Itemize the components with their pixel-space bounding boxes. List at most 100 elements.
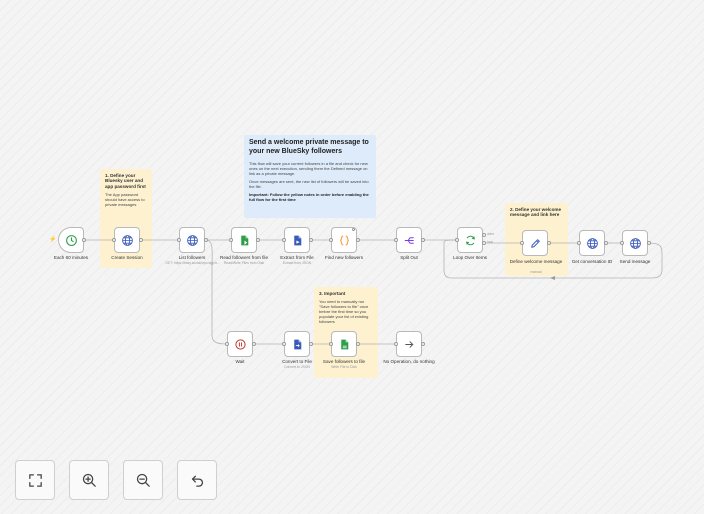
send-message-node-label: Send message	[619, 259, 651, 264]
read-followers-node-subtitle: Read/Write Files from Disk	[223, 261, 265, 265]
wait-output-port[interactable]	[252, 342, 256, 346]
zoom-in-icon	[82, 473, 96, 487]
no-operation-output-port[interactable]	[421, 342, 425, 346]
send-message-output-port[interactable]	[647, 241, 651, 245]
convert-to-file-input-port[interactable]	[282, 342, 286, 346]
create-session-node-label: Create Session	[111, 255, 143, 260]
loop-over-items-node[interactable]	[457, 227, 483, 253]
step1-sticky-note[interactable]: 1. Define your Bluesky user and app pass…	[100, 169, 152, 268]
split-out-input-port[interactable]	[394, 238, 398, 242]
save-followers-output-port[interactable]	[356, 342, 360, 346]
fit-view-button[interactable]	[15, 460, 55, 500]
no-operation-node[interactable]	[396, 331, 422, 357]
get-conversation-id-node-label: Get conversation ID	[571, 259, 613, 264]
intro-note-body-1: This flow will save your current followe…	[249, 161, 368, 176]
send-message-node[interactable]	[622, 230, 648, 256]
convert-to-file-node-subtitle: Convert to JSON	[284, 365, 310, 369]
wait-node[interactable]	[227, 331, 253, 357]
loop-node-label: Loop Over Items	[453, 255, 487, 260]
read-followers-output-port[interactable]	[256, 238, 260, 242]
code-braces-icon	[339, 235, 349, 245]
pencil-icon	[530, 238, 540, 248]
find-new-followers-node-label: Find new followers	[324, 255, 364, 260]
zoom-out-icon	[136, 473, 150, 487]
loop-loop-port[interactable]	[482, 241, 486, 245]
schedule-trigger-node[interactable]	[58, 227, 84, 253]
create-session-node[interactable]	[114, 227, 140, 253]
find-new-followers-output-port[interactable]	[356, 238, 360, 242]
no-operation-input-port[interactable]	[394, 342, 398, 346]
loop-done-port[interactable]	[482, 233, 486, 237]
globe-icon	[629, 237, 641, 249]
split-out-node[interactable]	[396, 227, 422, 253]
create-session-output-port[interactable]	[139, 238, 143, 242]
read-followers-node-label: Read followers from file	[220, 255, 268, 260]
convert-to-file-output-port[interactable]	[309, 342, 313, 346]
find-new-followers-input-port[interactable]	[329, 238, 333, 242]
extract-from-file-node-label: Extract from File	[280, 255, 314, 260]
split-out-output-port[interactable]	[421, 238, 425, 242]
define-message-node[interactable]	[522, 230, 548, 256]
intro-note-body-2: Once messages are sent, the new list of …	[249, 179, 369, 189]
undo-button[interactable]	[177, 460, 217, 500]
step2-note-title: 2. Define your welcome message and link …	[510, 207, 562, 218]
step3-note-title: 3. Important	[319, 291, 346, 296]
save-followers-input-port[interactable]	[329, 342, 333, 346]
globe-icon	[186, 234, 198, 246]
extract-from-file-output-port[interactable]	[309, 238, 313, 242]
step1-note-title: 1. Define your Bluesky user and app pass…	[105, 173, 146, 189]
define-message-node-subtitle: manual	[530, 270, 542, 274]
send-message-input-port[interactable]	[620, 241, 624, 245]
read-followers-node[interactable]	[231, 227, 257, 253]
define-message-output-port[interactable]	[547, 241, 551, 245]
loop-input-port[interactable]	[455, 238, 459, 242]
convert-to-file-node[interactable]	[284, 331, 310, 357]
schedule-node-label: Each 60 minutes	[53, 255, 89, 260]
file-read-icon	[240, 235, 248, 245]
loop-loop-label: loop	[487, 240, 494, 244]
globe-icon	[121, 234, 133, 246]
find-new-followers-node[interactable]	[331, 227, 357, 253]
get-conversation-id-input-port[interactable]	[577, 241, 581, 245]
split-out-node-label: Split Out	[400, 255, 418, 260]
intro-sticky-note[interactable]: Send a welcome private message to your n…	[244, 135, 376, 218]
loop-done-label: done	[487, 232, 495, 236]
schedule-output-port[interactable]	[82, 238, 86, 242]
zoom-out-button[interactable]	[123, 460, 163, 500]
intro-note-important: Important: Follow the yellow notes in or…	[249, 192, 369, 202]
clock-icon	[65, 234, 77, 246]
step1-note-body: The App password should have access to p…	[105, 192, 145, 208]
save-followers-node-subtitle: Write File to Disk	[331, 365, 357, 369]
extract-from-file-node[interactable]	[284, 227, 310, 253]
loop-icon	[465, 235, 475, 245]
save-followers-node[interactable]	[331, 331, 357, 357]
list-followers-node-subtitle: GET: https://bsky.social/xrpc/app.b…	[165, 261, 221, 265]
list-followers-node[interactable]	[179, 227, 205, 253]
list-followers-output-port[interactable]	[204, 238, 208, 242]
extract-from-file-input-port[interactable]	[282, 238, 286, 242]
get-conversation-id-node[interactable]	[579, 230, 605, 256]
list-followers-input-port[interactable]	[177, 238, 181, 242]
file-convert-icon	[293, 339, 301, 349]
pause-icon	[234, 338, 246, 350]
define-message-node-label: Define welcome message	[509, 259, 563, 264]
create-session-input-port[interactable]	[112, 238, 116, 242]
undo-icon	[191, 475, 203, 487]
split-icon	[404, 236, 414, 244]
save-followers-node-label: Save followers to file	[322, 359, 366, 364]
wait-node-label: Wait	[235, 359, 245, 364]
zoom-in-button[interactable]	[69, 460, 109, 500]
find-new-followers-status-dot	[352, 228, 355, 231]
define-message-input-port[interactable]	[520, 241, 524, 245]
read-followers-input-port[interactable]	[229, 238, 233, 242]
arrow-right-icon	[404, 340, 413, 348]
get-conversation-id-output-port[interactable]	[604, 241, 608, 245]
file-extract-icon	[293, 235, 301, 245]
wait-input-port[interactable]	[225, 342, 229, 346]
fit-view-icon	[28, 473, 42, 487]
file-save-icon	[340, 339, 348, 349]
globe-icon	[586, 237, 598, 249]
convert-to-file-node-label: Convert to File	[282, 359, 312, 364]
list-followers-node-label: List followers	[178, 255, 206, 260]
